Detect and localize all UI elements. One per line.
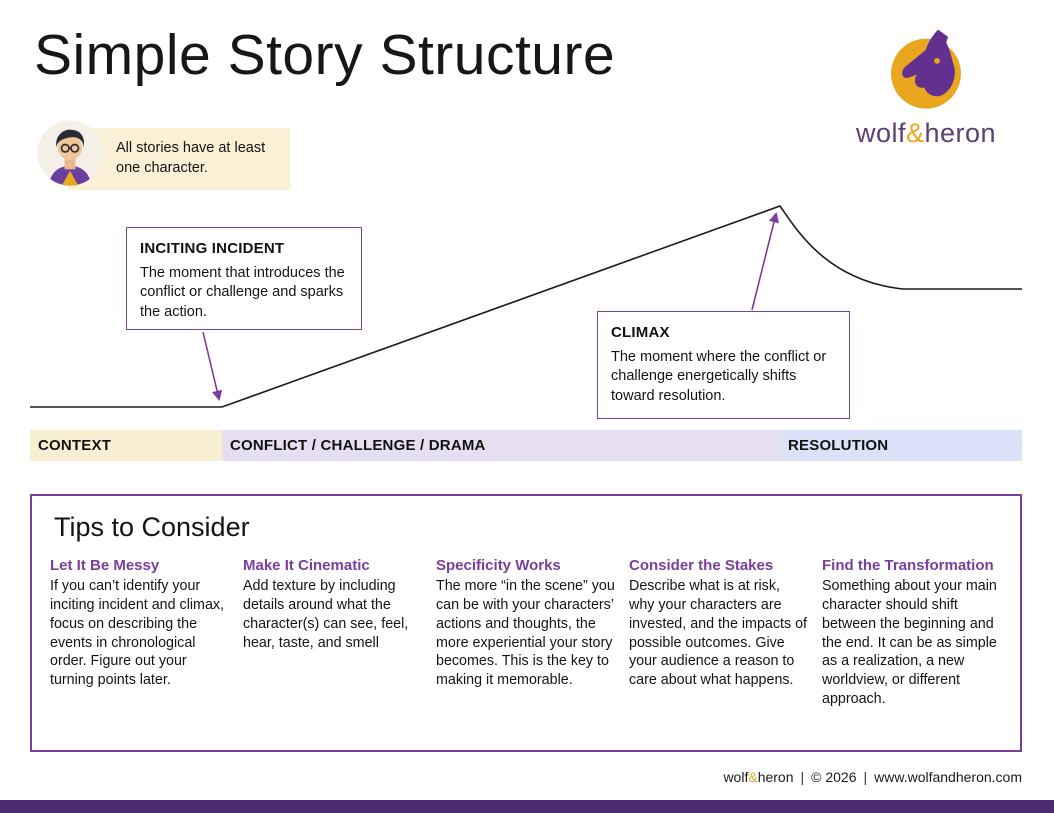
climax-body: The moment where the conflict or challen…: [611, 349, 827, 404]
tip-heading: Let It Be Messy: [50, 557, 160, 574]
tip-heading: Make It Cinematic: [243, 557, 370, 574]
tip-column-transformation: Find the Transformation Something about …: [822, 557, 1002, 709]
wolf-logo-icon: [891, 29, 961, 109]
phase-conflict: CONFLICT / CHALLENGE / DRAMA: [222, 430, 780, 461]
tip-body: Describe what is at risk, why your chara…: [629, 578, 808, 689]
footer-brand-wolf: wolf: [723, 769, 749, 785]
phase-resolution: RESOLUTION: [780, 430, 1022, 461]
phase-conflict-label: CONFLICT / CHALLENGE / DRAMA: [230, 437, 486, 454]
tip-heading: Find the Transformation: [822, 557, 994, 574]
tip-body: Something about your main character shou…: [822, 578, 997, 708]
climax-callout: CLIMAX The moment where the conflict or …: [597, 311, 850, 419]
brand-wolf: wolf: [855, 118, 906, 148]
tip-column-cinematic: Make It Cinematic Add texture by includi…: [243, 557, 423, 709]
footer-website: www.wolfandheron.com: [874, 769, 1022, 785]
climax-arrow-icon: [751, 211, 780, 311]
inciting-incident-title: INCITING INCIDENT: [140, 240, 285, 257]
footer-copyright: © 2026: [811, 769, 857, 785]
footer-separator: |: [800, 769, 805, 785]
brand-logo: wolf&heron: [828, 24, 1024, 149]
phase-band: CONTEXT CONFLICT / CHALLENGE / DRAMA RES…: [30, 430, 1022, 461]
footer-brand-ampersand: &: [748, 769, 758, 785]
brand-ampersand: &: [905, 118, 925, 148]
tip-heading: Consider the Stakes: [629, 557, 774, 574]
tip-column-messy: Let It Be Messy If you can’t identify yo…: [50, 557, 230, 709]
footer-separator: |: [863, 769, 868, 785]
tip-heading: Specificity Works: [436, 557, 561, 574]
tips-columns: Let It Be Messy If you can’t identify yo…: [50, 557, 1002, 709]
page-title: Simple Story Structure: [34, 23, 616, 87]
person-avatar-icon: [37, 120, 103, 186]
climax-title: CLIMAX: [611, 324, 670, 341]
tip-column-specificity: Specificity Works The more “in the scene…: [436, 557, 616, 709]
tip-body: If you can’t identify your inciting inci…: [50, 578, 225, 689]
footer-brand-heron: heron: [757, 769, 794, 785]
inciting-incident-arrow-icon: [202, 331, 223, 402]
inciting-incident-body: The moment that introduces the conflict …: [140, 265, 345, 320]
tip-column-stakes: Consider the Stakes Describe what is at …: [629, 557, 809, 709]
brand-heron: heron: [924, 118, 997, 148]
tips-panel: Tips to Consider Let It Be Messy If you …: [30, 494, 1022, 752]
footer: wolf&heron | © 2026 | www.wolfandheron.com: [723, 769, 1022, 785]
phase-context-label: CONTEXT: [38, 437, 112, 454]
tips-title: Tips to Consider: [54, 512, 250, 542]
tip-body: The more “in the scene” you can be with …: [436, 578, 615, 689]
phase-context: CONTEXT: [30, 430, 222, 461]
bottom-accent-bar: [0, 800, 1054, 813]
tip-body: Add texture by including details around …: [243, 578, 409, 651]
character-note-text: All stories have at least one character.: [116, 140, 266, 176]
inciting-incident-callout: INCITING INCIDENT The moment that introd…: [126, 227, 362, 330]
brand-wordmark: wolf&heron: [828, 118, 1024, 149]
phase-resolution-label: RESOLUTION: [788, 437, 889, 454]
character-note: All stories have at least one character.: [68, 128, 290, 190]
